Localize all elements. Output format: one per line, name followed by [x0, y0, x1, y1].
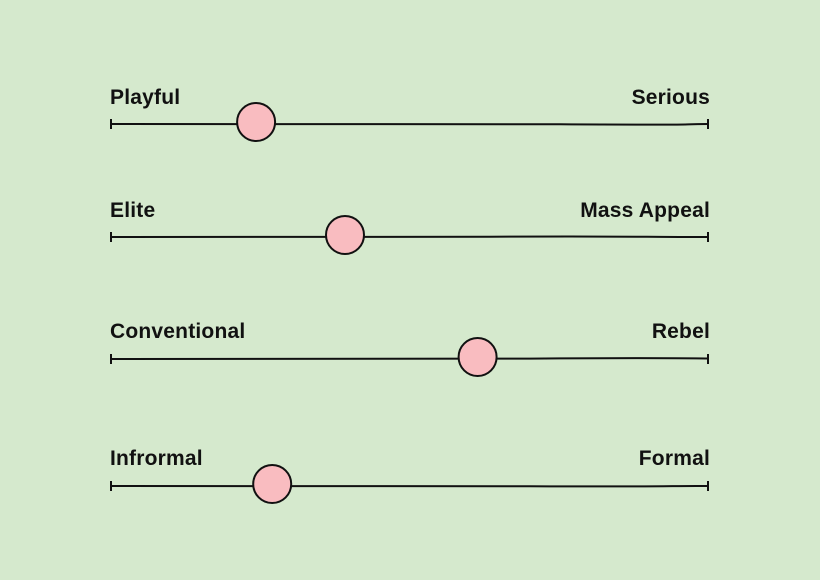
slider-elite-mass-appeal: Elite Mass Appeal [110, 199, 710, 269]
track-line [110, 357, 709, 360]
left-label: Elite [110, 199, 156, 222]
left-label: Conventional [110, 320, 246, 343]
right-label: Rebel [651, 320, 710, 343]
slider-track[interactable] [110, 102, 710, 144]
left-label: Playful [110, 86, 181, 109]
right-label: Mass Appeal [580, 199, 710, 222]
slider-knob[interactable] [325, 215, 365, 255]
right-label: Serious [631, 86, 710, 109]
slider-conventional-rebel: Conventional Rebel [110, 320, 710, 390]
right-label: Formal [638, 447, 710, 470]
slider-track[interactable] [110, 215, 710, 257]
slider-knob[interactable] [236, 102, 277, 142]
slider-playful-serious: Playful Serious [110, 86, 710, 156]
track-line [110, 122, 709, 126]
track-line [110, 484, 709, 488]
left-label: Infrormal [110, 447, 203, 470]
slider-knob[interactable] [457, 337, 498, 377]
slider-informal-formal: Infrormal Formal [110, 447, 710, 517]
slider-knob[interactable] [252, 464, 293, 504]
slider-track[interactable] [110, 337, 710, 378]
track-line [110, 235, 709, 239]
slider-track[interactable] [110, 464, 710, 505]
